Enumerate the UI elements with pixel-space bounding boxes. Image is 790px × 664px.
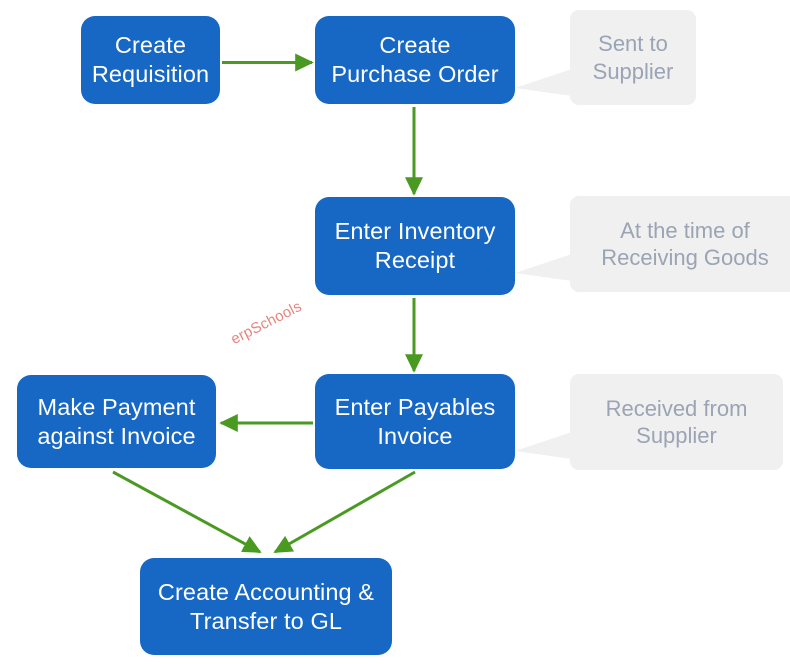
callout-tail-receiving-goods (515, 254, 572, 281)
node-label: Create Purchase Order (331, 32, 499, 87)
node-create-requisition[interactable]: Create Requisition (81, 16, 220, 104)
arrow-make-payment-to-create-accounting (112, 470, 262, 554)
node-label: Make Payment against Invoice (37, 393, 196, 449)
node-label: Enter Payables Invoice (334, 393, 496, 449)
watermark-erpschools: erpSchools (228, 297, 305, 349)
callout-label: Sent to Supplier (592, 31, 674, 84)
node-create-accounting-transfer-to-gl[interactable]: Create Accounting & Transfer to GL (140, 558, 392, 655)
callout-received-from-supplier: Received from Supplier (570, 374, 783, 470)
node-enter-inventory-receipt[interactable]: Enter Inventory Receipt (315, 197, 515, 295)
node-label: Create Accounting & Transfer to GL (157, 578, 375, 634)
callout-tail-received-supplier (515, 432, 572, 459)
node-label: Create Requisition (91, 32, 210, 87)
callout-at-the-time-of-receiving-goods: At the time of Receiving Goods (570, 196, 790, 292)
node-create-purchase-order[interactable]: Create Purchase Order (315, 16, 515, 104)
node-label: Enter Inventory Receipt (334, 218, 496, 273)
node-enter-payables-invoice[interactable]: Enter Payables Invoice (315, 374, 515, 469)
arrow-payables-invoice-to-create-accounting (273, 470, 416, 554)
callout-tail-sent-to-supplier (515, 69, 572, 96)
callout-sent-to-supplier: Sent to Supplier (570, 10, 696, 105)
callout-label: Received from Supplier (605, 395, 748, 449)
node-make-payment-against-invoice[interactable]: Make Payment against Invoice (17, 375, 216, 468)
callout-label: At the time of Receiving Goods (601, 217, 769, 271)
